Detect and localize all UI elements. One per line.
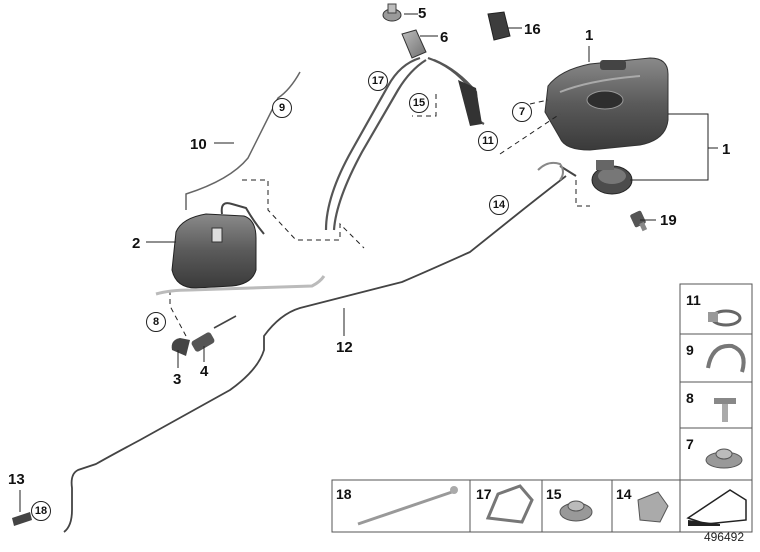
- circled-callout-11: 11: [478, 131, 498, 151]
- legend-clip-17: [485, 484, 534, 524]
- callout-2: 2: [132, 235, 141, 252]
- legend-label-9: 9: [686, 342, 694, 358]
- sensor-19: [630, 210, 648, 232]
- callout-4: 4: [200, 363, 209, 380]
- callout-19: 19: [660, 212, 677, 229]
- connector-4: [191, 315, 237, 352]
- legend-clip-14: [637, 491, 669, 523]
- legend-arrow-symbol: [686, 489, 747, 526]
- legend-label-17: 17: [476, 486, 492, 502]
- legend-clamp-9: [706, 343, 746, 373]
- circled-callout-7: 7: [512, 102, 532, 122]
- cap-5: [382, 3, 402, 22]
- legend-label-11: 11: [686, 292, 701, 308]
- legend-label-8: 8: [686, 390, 694, 406]
- circled-callout-18: 18: [31, 501, 51, 521]
- callout-12: 12: [336, 339, 353, 356]
- clip-13: [12, 512, 32, 526]
- legend-bottom-frame: [331, 479, 753, 533]
- main-tank: [544, 57, 669, 151]
- circled-callout-14: 14: [489, 195, 509, 215]
- hose-clip: [458, 80, 482, 126]
- legend-label-15: 15: [546, 486, 562, 502]
- white-hose: [155, 275, 326, 296]
- circled-callout-9: 9: [272, 98, 292, 118]
- filter-6: [401, 29, 427, 59]
- callout-10: 10: [190, 136, 207, 153]
- line-12: [63, 175, 567, 533]
- callout-13: 13: [8, 471, 25, 488]
- callout-16: 16: [524, 21, 541, 38]
- legend-cable-tie-18: [357, 486, 458, 526]
- legend-label-7: 7: [686, 436, 694, 452]
- legend-label-14: 14: [616, 486, 632, 502]
- legend-label-18: 18: [336, 486, 352, 502]
- callout-1-right: 1: [722, 141, 731, 158]
- legend-nut-15: [559, 500, 593, 522]
- callout-1-top: 1: [585, 27, 594, 44]
- circled-callout-15: 15: [409, 93, 429, 113]
- callout-3: 3: [173, 371, 182, 388]
- clip-3: [171, 338, 190, 356]
- bracket-16: [487, 11, 511, 41]
- dashed-leaders: [169, 94, 590, 337]
- secondary-tank: [171, 202, 265, 289]
- legend-hose-clamp-11: [708, 309, 742, 327]
- pump-unit: [591, 160, 633, 195]
- legend-nut-7: [705, 448, 743, 469]
- leader-lines: [19, 13, 718, 512]
- document-number: 496492: [703, 530, 744, 544]
- line-10: [185, 71, 301, 210]
- circled-callout-17: 17: [368, 71, 388, 91]
- legend-bolt-8: [714, 398, 736, 422]
- callout-6: 6: [440, 29, 449, 46]
- legend-side-frame: [679, 283, 753, 481]
- circled-callout-8: 8: [146, 312, 166, 332]
- callout-5: 5: [418, 5, 427, 22]
